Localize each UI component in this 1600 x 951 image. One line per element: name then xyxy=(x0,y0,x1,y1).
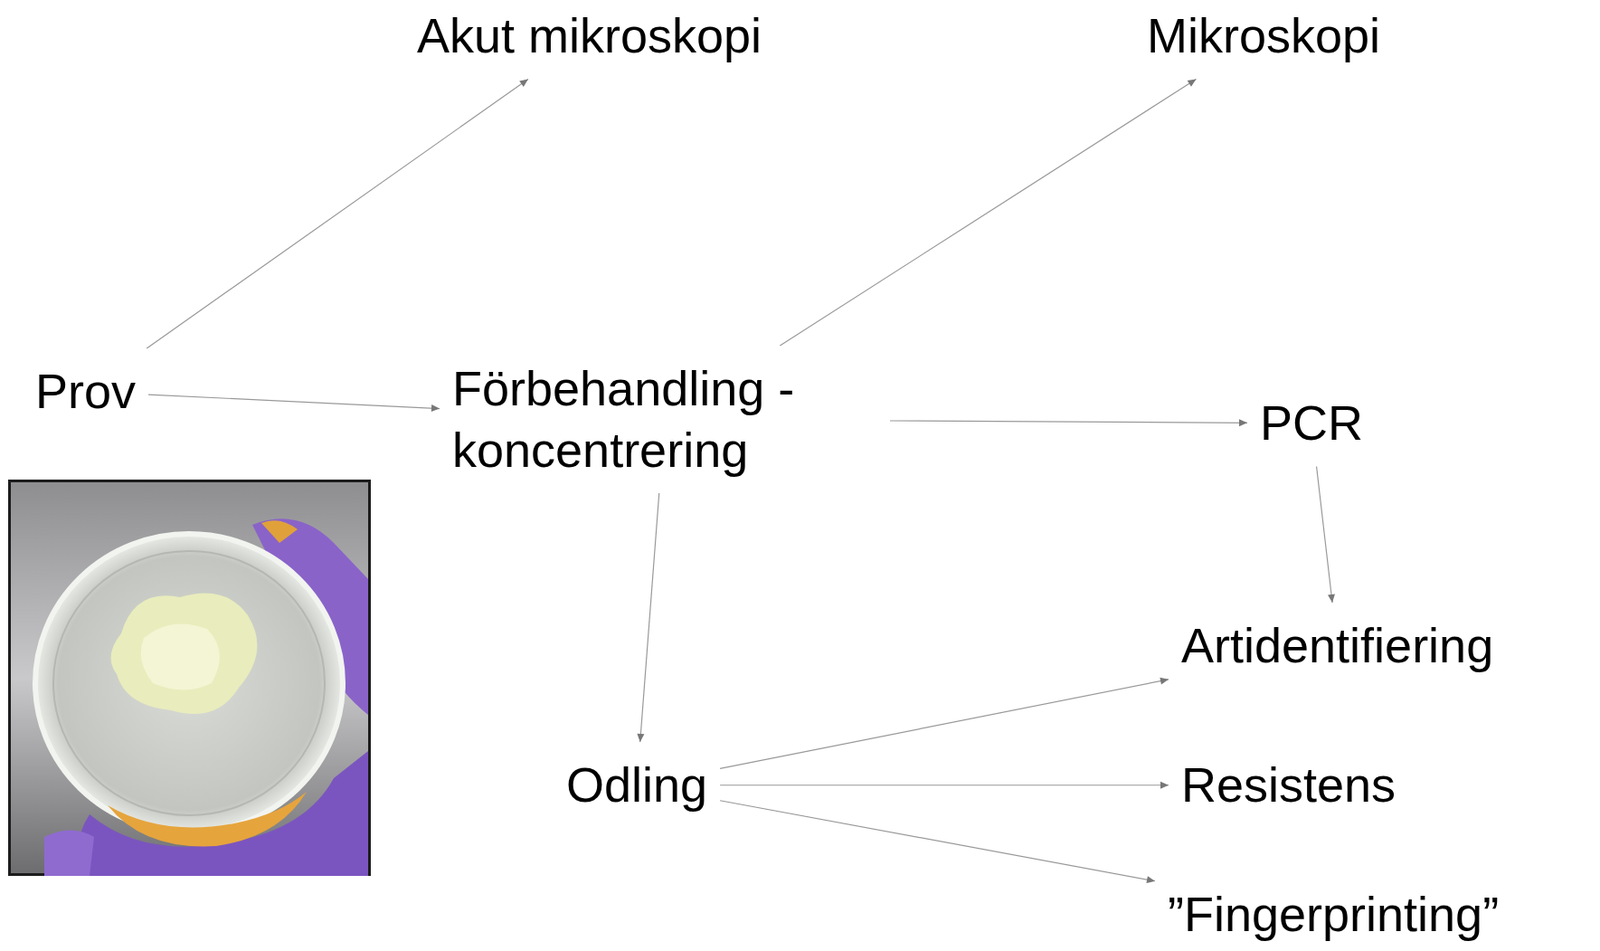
arrow-head xyxy=(431,404,440,412)
arrow-head xyxy=(1160,781,1169,789)
flow-arrow xyxy=(779,79,1196,347)
flow-arrow xyxy=(719,784,1169,786)
node-text: ”Fingerprinting” xyxy=(1167,883,1499,946)
node-text: Akut mikroskopi xyxy=(416,5,762,67)
arrow-head xyxy=(1145,875,1156,883)
flow-arrow xyxy=(719,800,1156,881)
arrow-head xyxy=(1239,418,1248,427)
process-step: Förbehandling - koncentrering xyxy=(446,354,883,484)
arrow-head xyxy=(1187,79,1197,87)
flow-arrow xyxy=(889,420,1248,423)
node-text: Artidentifiering xyxy=(1181,615,1494,677)
flow-arrow xyxy=(1316,466,1333,604)
flow-arrow xyxy=(640,492,660,742)
petri-dish-photo xyxy=(8,479,371,876)
flow-arrow xyxy=(148,394,440,408)
arrow-head xyxy=(1327,594,1335,603)
result-label: Resistens xyxy=(1175,750,1402,820)
node-text: PCR xyxy=(1259,392,1364,455)
result-label: ”Fingerprinting” xyxy=(1162,880,1505,949)
sample-label: Prov xyxy=(29,357,142,427)
process-step: Odling xyxy=(560,750,713,820)
node-text: Odling xyxy=(566,754,708,816)
node-text: Resistens xyxy=(1181,754,1396,816)
node-text: Prov xyxy=(35,360,136,423)
result-label: Mikroskopi xyxy=(1141,1,1386,71)
arrow-head xyxy=(636,733,644,742)
flow-arrow xyxy=(146,79,529,350)
node-text: Mikroskopi xyxy=(1146,5,1381,67)
arrow-head xyxy=(519,79,529,87)
arrow-head xyxy=(1159,677,1169,685)
node-text: Förbehandling - koncentrering xyxy=(452,358,878,481)
result-label: Akut mikroskopi xyxy=(411,1,767,71)
flow-arrow xyxy=(719,679,1169,769)
result-label: Artidentifiering xyxy=(1175,611,1499,681)
process-step: PCR xyxy=(1254,388,1369,458)
